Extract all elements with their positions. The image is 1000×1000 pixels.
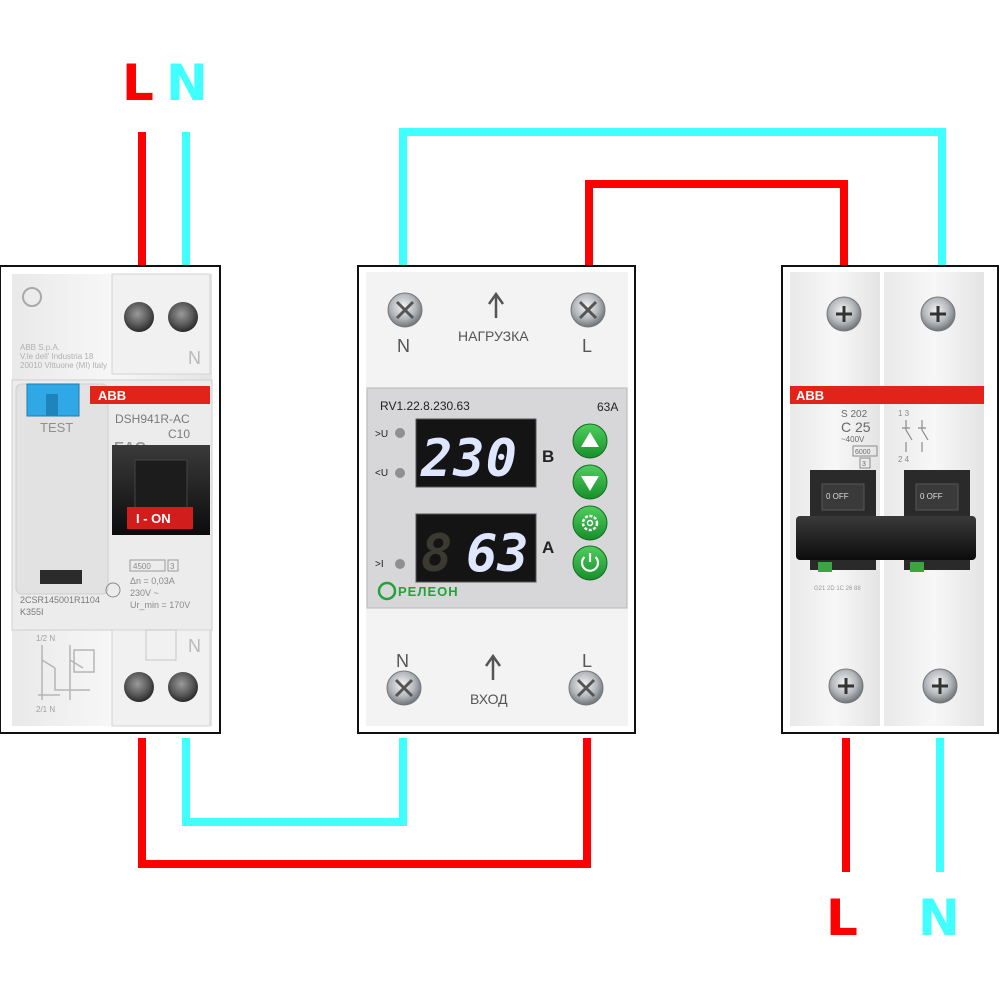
certification-mark-icon: [22, 287, 42, 307]
mcb-pole-schematic-icon: [902, 420, 929, 452]
power-icon: [580, 556, 600, 572]
power-button[interactable]: [572, 545, 608, 581]
indicator-over-current-led: [395, 559, 405, 569]
rcbo-maker-line2: V.le dell' Industria 18: [20, 352, 94, 361]
screw-icon: [168, 672, 198, 702]
mcb-lever-left-state: 0 OFF: [826, 492, 849, 501]
rcbo-terminal-bottom-label: N: [188, 636, 201, 656]
rcbo-breaking-capacity: 4500: [133, 562, 151, 571]
rcbo-lever-state: I - ON: [136, 511, 171, 526]
relay-current-rating: 63A: [597, 400, 618, 414]
mcb-lever-right-state: 0 OFF: [920, 492, 943, 501]
relay-bottom-N: N: [396, 651, 409, 671]
gear-icon: [581, 514, 599, 532]
settings-button[interactable]: [572, 505, 608, 541]
indicator-under-voltage-label: <U: [375, 468, 388, 479]
current-unit: А: [542, 538, 554, 557]
arrow-up-icon: [484, 653, 502, 680]
rcbo-class-mark: 3: [170, 562, 175, 571]
relay-brand: РЕЛЕОН: [398, 584, 459, 599]
rcbo-brand-logo: ABB: [98, 388, 126, 403]
voltage-unit: В: [542, 447, 554, 466]
mcb-lever[interactable]: [796, 516, 976, 560]
voltage-display: [415, 418, 537, 488]
label-out-L: L: [826, 889, 858, 947]
rcbo-min-voltage: Ur_min = 170V: [130, 600, 190, 610]
relay-model: RV1.22.8.230.63: [380, 399, 470, 413]
down-button[interactable]: [572, 464, 608, 500]
indicator-over-voltage-led: [395, 428, 405, 438]
relay-top-L: L: [582, 336, 592, 356]
wire-rcbo-to-relay-N: [182, 738, 407, 826]
mcb-bottom-code: G21 2D 1C 26 88: [814, 586, 861, 592]
label-supply-L: L: [122, 54, 154, 112]
triangle-up-icon: [581, 432, 599, 447]
rcbo-test-label: TEST: [40, 420, 73, 435]
wire-rcbo-to-relay-L: [138, 738, 591, 868]
current-display: [415, 513, 537, 583]
label-out-N: N: [918, 889, 960, 947]
mcb-pole-top: 1 3: [898, 409, 910, 418]
voltage-readout: 230: [420, 429, 518, 489]
up-button[interactable]: [572, 423, 608, 459]
voltage-relay-device: N L НАГРУЗКА RV1.22.8.230.63 63A >U <U >…: [357, 265, 636, 734]
wires: [138, 128, 946, 872]
label-supply-N: N: [166, 54, 208, 112]
relay-bottom-L: L: [582, 651, 592, 671]
rcbo-rated-residual: Δn = 0,03A: [130, 576, 175, 586]
wire-relay-to-mcb-L: [585, 180, 848, 268]
rcbo-rating: C10: [168, 427, 190, 441]
rcbo-terminal-top-label: N: [188, 348, 201, 368]
mcb-pole-bottom: 2 4: [898, 455, 910, 464]
screw-icon: [124, 672, 154, 702]
screw-icon: [168, 302, 198, 332]
wire-relay-to-mcb-N: [399, 128, 946, 268]
mcb-voltage: ~400V: [841, 435, 865, 444]
indicator-over-voltage-label: >U: [375, 429, 388, 440]
screw-icon: [124, 302, 154, 332]
current-dim-digit: 8: [421, 524, 452, 584]
mcb-series: S 202: [841, 409, 868, 420]
relay-input-label: ВХОД: [470, 691, 508, 707]
rcbo-voltage: 230V ~: [130, 588, 159, 598]
relay-top-N: N: [397, 336, 410, 356]
current-readout: 63: [466, 524, 529, 584]
rcbo-maker-line1: ABB S.p.A.: [20, 343, 60, 352]
rcbo-diagram-bottom: 2/1 N: [36, 705, 55, 714]
mcb-rating: C 25: [841, 419, 871, 435]
mcb-brand-logo: ABB: [796, 388, 824, 403]
rcbo-device: N ABB S.p.A. V.le dell' Industria 18 200…: [0, 265, 221, 734]
circuit-schematic-icon: [38, 645, 95, 700]
releon-logo-icon: [377, 581, 397, 601]
arrow-up-icon: [487, 291, 505, 318]
rcbo-part-number: 2CSR145001R1104: [20, 595, 100, 605]
rcbo-diagram-top: 1/2 N: [36, 634, 55, 643]
triangle-down-icon: [581, 476, 599, 491]
indicator-under-voltage-led: [395, 468, 405, 478]
relay-output-label: НАГРУЗКА: [458, 328, 529, 344]
temperature-mark-icon: [105, 582, 121, 598]
mcb-breaking-capacity: 6000: [855, 449, 871, 456]
rcbo-model: DSH941R-AC: [115, 412, 190, 426]
rcbo-code: K355I: [20, 607, 44, 617]
rcbo-maker-line3: 20010 Vittuone (MI) Italy: [20, 361, 107, 370]
indicator-over-current-label: >I: [375, 559, 384, 570]
mcb-class-mark: 3: [862, 461, 866, 468]
mcb-device: ABB S 202 C 25 ~400V 6000 3 1 3 2 4 0 OF…: [781, 265, 999, 734]
